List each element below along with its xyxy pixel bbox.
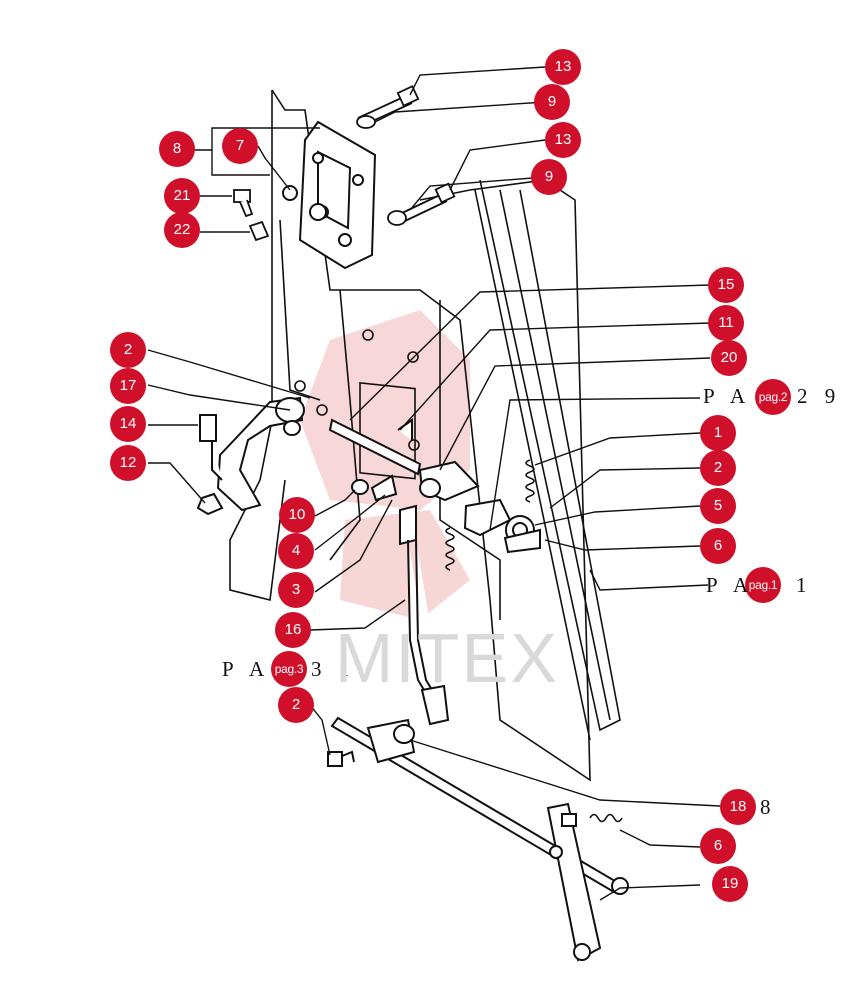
- page-ref-upper-prefix: P A: [703, 384, 752, 408]
- callout-19[interactable]: 19: [712, 866, 748, 902]
- callout-17[interactable]: 17: [110, 368, 146, 404]
- callout-2-lower[interactable]: 2: [278, 687, 314, 723]
- page-ref-middle: P A: [706, 573, 755, 597]
- callout-5[interactable]: 5: [700, 488, 736, 524]
- callout-9-top[interactable]: 9: [534, 84, 570, 120]
- leader-lines: [147, 66, 721, 901]
- lever-arm: [196, 396, 305, 516]
- callout-13-top[interactable]: 13: [545, 49, 581, 85]
- bolts-and-washers: [233, 85, 456, 242]
- page-ref-lower: P A: [222, 657, 271, 681]
- callout-8[interactable]: 8: [159, 131, 195, 167]
- callout-6-lower[interactable]: 6: [700, 828, 736, 864]
- lower-rod-assembly: [327, 716, 629, 962]
- callout-1[interactable]: 1: [700, 415, 736, 451]
- callout-12[interactable]: 12: [110, 445, 146, 481]
- callout-pag3[interactable]: pag.3: [271, 651, 307, 687]
- ref-18-suffix: 8: [760, 795, 777, 819]
- callout-16[interactable]: 16: [275, 612, 311, 648]
- page-ref-middle-suffix: 1: [796, 573, 813, 597]
- shaft-assembly: [328, 418, 541, 726]
- page-ref-lower-suffix: 3 1: [311, 657, 356, 681]
- callout-22[interactable]: 22: [164, 212, 200, 248]
- page-ref-upper-suffix: 2 9: [797, 384, 842, 408]
- callout-14[interactable]: 14: [110, 406, 146, 442]
- callout-20[interactable]: 20: [711, 340, 747, 376]
- springs: [445, 459, 623, 823]
- bracket-plate: [282, 120, 377, 270]
- callout-7[interactable]: 7: [222, 128, 258, 164]
- callout-21[interactable]: 21: [164, 178, 200, 214]
- callout-pag2[interactable]: pag.2: [755, 379, 791, 415]
- page-ref-upper: P A: [703, 384, 751, 409]
- callout-3[interactable]: 3: [278, 572, 314, 608]
- callout-18[interactable]: 18: [720, 789, 756, 825]
- callout-10[interactable]: 10: [279, 497, 315, 533]
- callout-9-mid[interactable]: 9: [531, 159, 567, 195]
- callout-2-left[interactable]: 2: [110, 332, 146, 368]
- watermark-text: MITEX: [335, 619, 559, 697]
- callout-4[interactable]: 4: [278, 533, 314, 569]
- callout-15[interactable]: 15: [708, 267, 744, 303]
- callout-6-right[interactable]: 6: [700, 528, 736, 564]
- callout-2-right[interactable]: 2: [700, 450, 736, 486]
- callout-pag1[interactable]: pag.1: [745, 567, 781, 603]
- callout-11[interactable]: 11: [708, 305, 744, 341]
- callout-13-mid[interactable]: 13: [545, 122, 581, 158]
